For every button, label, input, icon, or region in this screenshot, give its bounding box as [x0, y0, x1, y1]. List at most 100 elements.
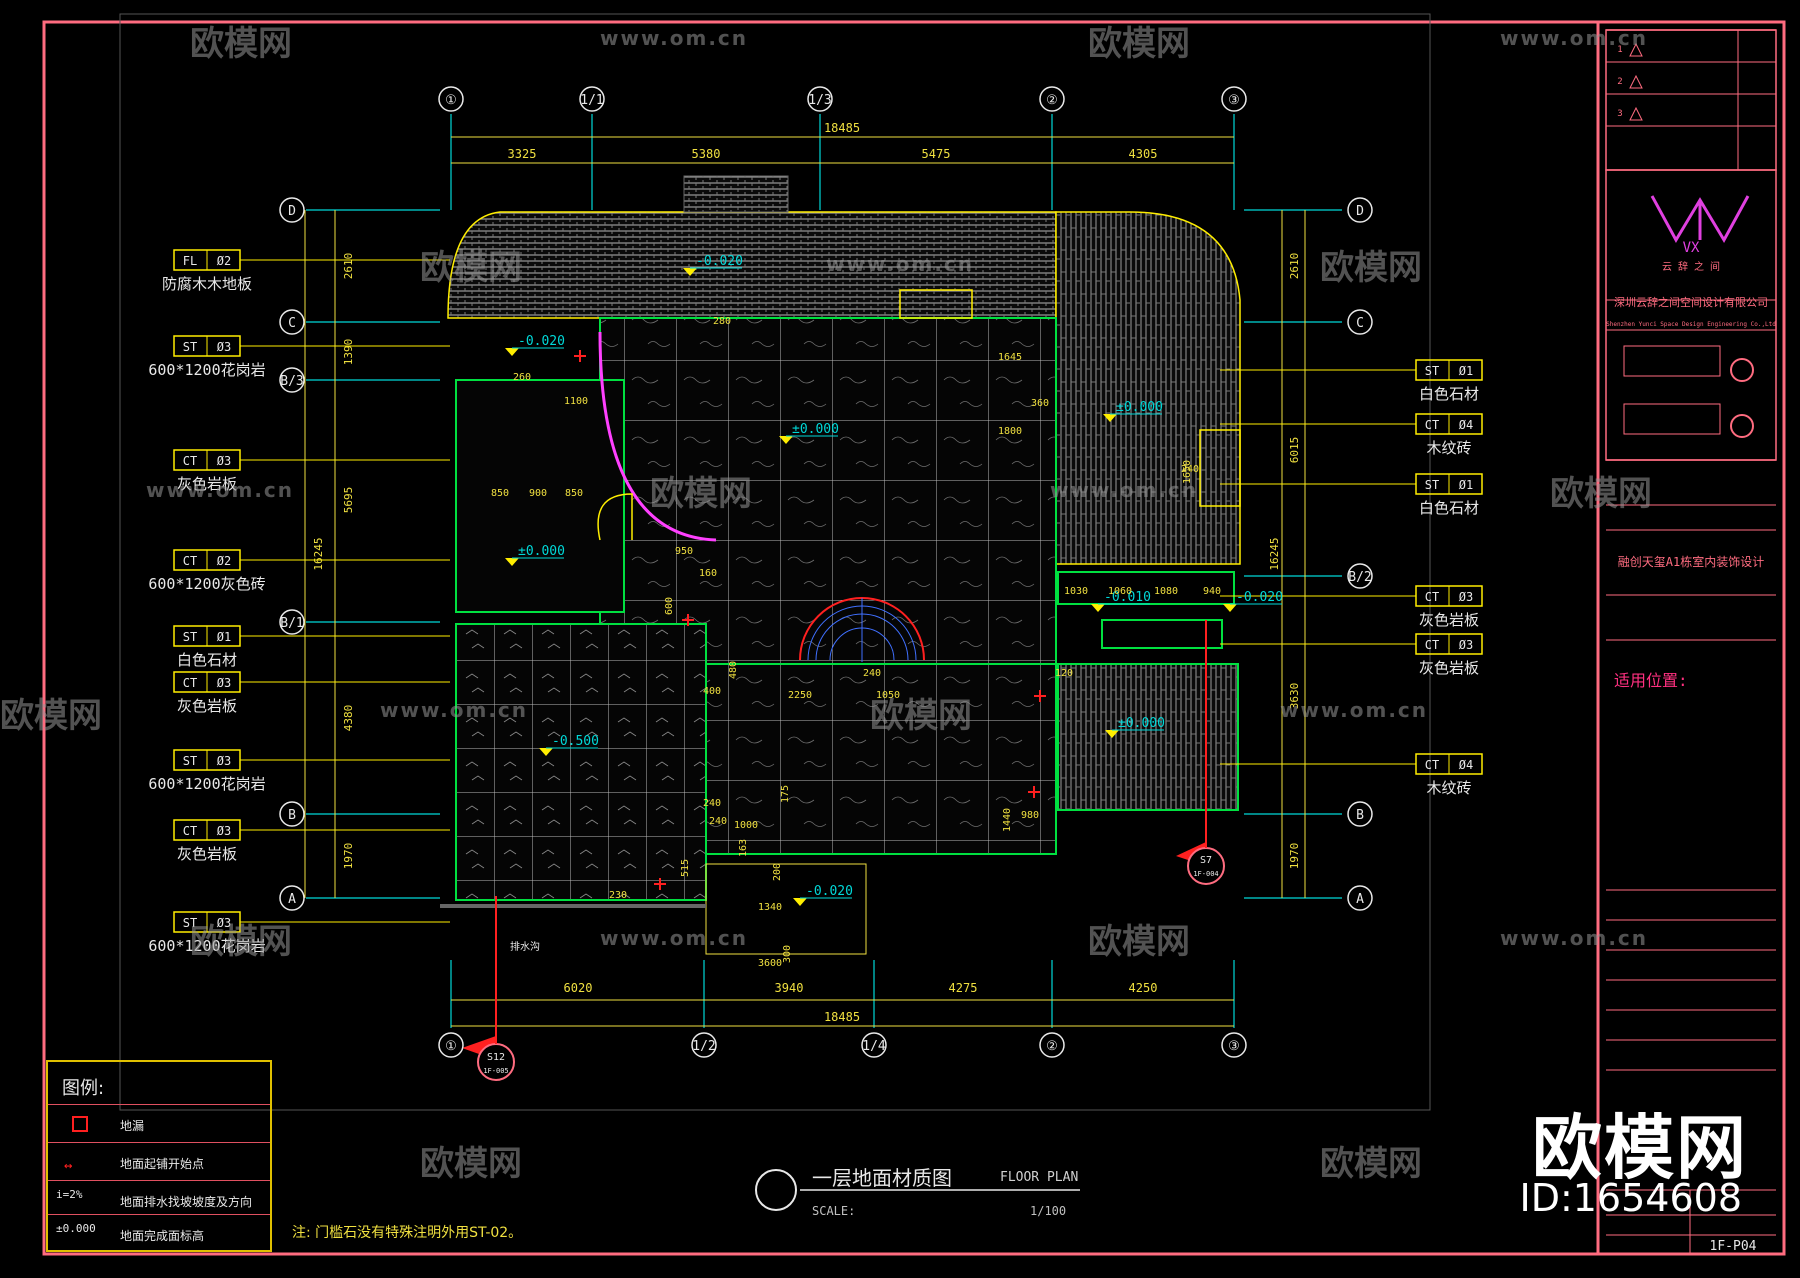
grid-bubble-left-label: C: [288, 316, 296, 331]
interior-dim: 1645: [998, 352, 1022, 363]
material-tag-left-num: Ø2: [217, 254, 231, 268]
grid-bubble-left: [279, 309, 305, 335]
titleblock-logo-icon: [1650, 195, 1750, 244]
interior-dim: 2250: [788, 690, 812, 701]
material-tag-left-code: CT: [183, 824, 197, 838]
dim-bottom: 4250: [1129, 981, 1158, 995]
stone-terrace: [447, 211, 1057, 319]
interior-dim: 300: [782, 945, 793, 963]
dim-left: 5695: [342, 487, 355, 514]
scale-label: SCALE:: [812, 1204, 856, 1218]
material-tag-left-num: Ø3: [217, 754, 231, 768]
legend-row: 地漏: [48, 1104, 270, 1141]
inner-border: [119, 13, 1431, 1111]
grid-axes: [306, 114, 1342, 1028]
grid-bubble-bottom-label: 1/4: [862, 1039, 886, 1054]
watermark: 欧模网: [650, 474, 752, 514]
material-tag-left-code: ST: [183, 754, 197, 768]
interior-dim: 240: [703, 798, 721, 809]
scale-value: 1/100: [1030, 1204, 1067, 1218]
material-tag-left-code: CT: [183, 454, 197, 468]
titleblock-project: 融创天玺A1栋室内装饰设计: [1618, 554, 1764, 569]
slope-label: i=2%: [56, 1188, 83, 1201]
level-marker-icon: [1223, 604, 1237, 612]
interior-dim: 175: [780, 785, 791, 803]
material-tag-right-num: Ø1: [1459, 478, 1473, 492]
dim-right-total: 16245: [1268, 537, 1281, 570]
watermark: 欧模网: [870, 696, 972, 736]
titleblock-company-en: Shenzhen Yunci Space Design Engineering …: [1606, 321, 1776, 328]
watermark-url: www.om.cn: [380, 698, 529, 722]
material-tag-right-code: ST: [1425, 478, 1439, 492]
interior-dim: 900: [529, 488, 547, 499]
grid-bubble-left-label: A: [288, 892, 296, 907]
legend-row: 地面起铺开始点: [48, 1142, 270, 1179]
titleblock-rev-number: 1: [1617, 45, 1622, 55]
grid-bubble-top: [1221, 86, 1247, 112]
grid-bubble-left-label: B/3: [280, 374, 303, 389]
material-tag-left-name: 600*1200花岗岩: [148, 361, 265, 379]
floor-plan: [440, 175, 1241, 955]
grid-bubble-bottom-label: ②: [1046, 1039, 1058, 1054]
grid-bubble-bottom: [438, 1032, 464, 1058]
interior-dim: 940: [1203, 586, 1221, 597]
interior-dim: 1080: [1154, 586, 1178, 597]
legend: 图例: 地漏 地面起铺开始点 地面排水找坡坡度及方向 地面完成面标高 ↔ i=2…: [46, 1060, 272, 1252]
dim-total-bottom: 18485: [824, 1010, 860, 1024]
titleblock-logo-text: VX: [1683, 240, 1700, 256]
titleblock-rev-number: 2: [1617, 77, 1622, 87]
level-marker-icon: [505, 348, 519, 356]
grid-bubble-top-label: ③: [1228, 93, 1240, 108]
interior-dim: 850: [565, 488, 583, 499]
interior-dim: 240: [863, 668, 881, 679]
grid-bubble-bottom-label: ①: [445, 1039, 457, 1054]
material-tag-left-num: Ø3: [217, 916, 231, 930]
level-value: -0.020: [1236, 590, 1283, 605]
section-mark-sheet: 1F-004: [1193, 870, 1218, 878]
grid-bubble-right-label: C: [1356, 316, 1364, 331]
grid-bubble-right-label: D: [1356, 204, 1364, 219]
material-tag-left-name: 灰色岩板: [177, 697, 237, 715]
watermark-url: www.om.cn: [146, 478, 295, 502]
grid-bubble-top-label: 1/1: [580, 93, 603, 108]
level-value: -0.020: [696, 254, 743, 269]
watermark-url: www.om.cn: [1280, 698, 1429, 722]
section-markers: [462, 350, 1225, 1081]
material-tag-left-num: Ø3: [217, 340, 231, 354]
grid-bubble-left-label: B: [288, 808, 296, 823]
level-label: ±0.000: [56, 1222, 96, 1235]
dim-top: 5380: [692, 147, 721, 161]
grid-bubble-top: [438, 86, 464, 112]
material-tag-right-num: Ø4: [1459, 418, 1473, 432]
grid-bubble-bottom: [691, 1032, 717, 1058]
grid-bubble-right: [1347, 197, 1373, 223]
material-tag-right-code: CT: [1425, 758, 1439, 772]
dim-right: 2610: [1288, 253, 1301, 280]
titleblock-location-label: 适用位置:: [1614, 671, 1688, 690]
material-tag-right-num: Ø1: [1459, 364, 1473, 378]
material-tag-right-code: ST: [1425, 364, 1439, 378]
grid-bubble-left: [279, 197, 305, 223]
legend-item: 地漏: [120, 1119, 145, 1133]
titleblock-sheet-no: 1F-P04: [1710, 1239, 1757, 1254]
dim-top: 4305: [1129, 147, 1158, 161]
material-tag-left-num: Ø1: [217, 630, 231, 644]
grid-bubble-bottom-label: ③: [1228, 1039, 1240, 1054]
dim-left: 1970: [342, 843, 355, 870]
dim-total-top: 18485: [824, 121, 860, 135]
dim-left: 4380: [342, 705, 355, 732]
watermark: 欧模网: [1088, 922, 1190, 962]
interior-dim: 230: [609, 890, 627, 901]
interior-dim: 1650: [1182, 460, 1193, 484]
watermark-url: www.om.cn: [1050, 478, 1199, 502]
dim-right: 3630: [1288, 683, 1301, 710]
interior-dim: 160: [699, 568, 717, 579]
level-value: -0.020: [518, 334, 565, 349]
material-tag-right-num: Ø3: [1459, 638, 1473, 652]
titleblock-rev-number: 3: [1617, 109, 1622, 119]
grid-bubble-bottom-label: 1/2: [692, 1039, 715, 1054]
interior-dim: 1340: [758, 902, 782, 913]
interior-dim: 1030: [1064, 586, 1088, 597]
watermark-url: www.om.cn: [600, 26, 749, 50]
material-tag-left-code: CT: [183, 554, 197, 568]
